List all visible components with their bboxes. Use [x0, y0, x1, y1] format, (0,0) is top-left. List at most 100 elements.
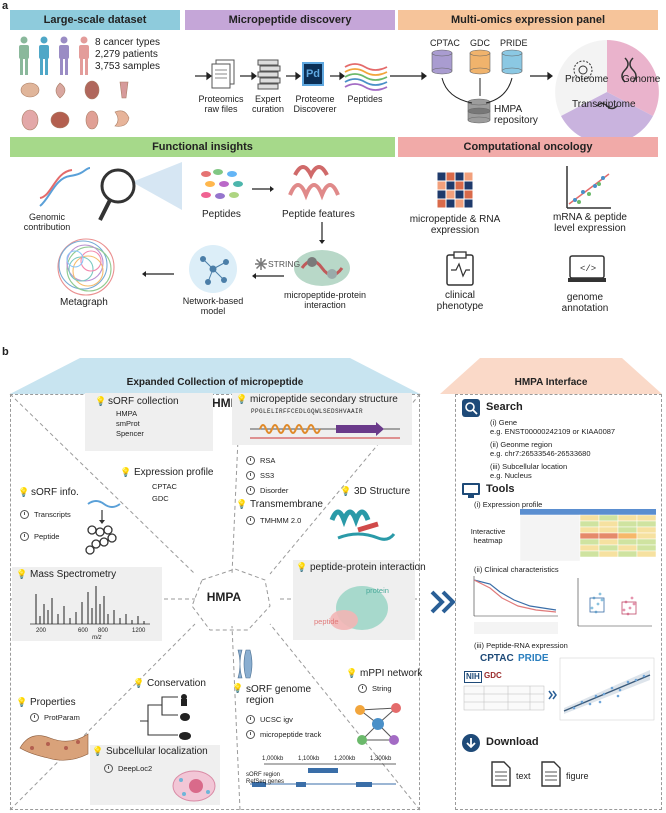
- expr-item-gdc: GDC: [152, 494, 169, 503]
- hmpa-center-label: HMPA: [206, 590, 242, 604]
- arrow-features-down: [319, 222, 325, 244]
- mass-spec-icon: 💡: [16, 569, 28, 579]
- mass-spec-chart: [30, 586, 150, 625]
- mppi-title: mPPI network: [360, 668, 423, 679]
- chevron-arrow-icon: [430, 590, 456, 614]
- chromosome-icon: [237, 649, 253, 679]
- track-refseq: RefSeq genes: [246, 779, 285, 785]
- mppi-string-label: String: [372, 684, 392, 693]
- label-raw-files: Proteomics raw files: [198, 94, 244, 114]
- label-mrna: mRNA & peptide level expression: [553, 212, 627, 234]
- functional-peptides-icon: [201, 169, 243, 199]
- subcellular-title: Subcellular localization: [106, 746, 208, 757]
- label-expr: micropeptide & RNA expression: [409, 214, 501, 236]
- stat-patients: 2,279 patients: [95, 49, 158, 60]
- collection-container: [10, 394, 420, 810]
- micropeptide-track-label: micropeptide track: [260, 730, 322, 739]
- left-title: Expanded Collection of micropeptide: [126, 377, 304, 388]
- mass-spec-box: [12, 567, 162, 641]
- arrow-peptides-features: [252, 186, 274, 192]
- boxplot: [577, 578, 652, 627]
- transcripts-icon: [20, 510, 29, 519]
- secondary-track: [250, 422, 400, 439]
- curation-icon: [257, 59, 281, 90]
- interactive-heatmap-table: [519, 509, 657, 562]
- mppi-icon: 💡: [346, 668, 358, 678]
- label-genome: genome annotation: [561, 292, 609, 314]
- label-clinical: clinical phenotype: [436, 290, 484, 312]
- genome-tick-1000: 1,000kb: [262, 756, 284, 762]
- complex-icon: [294, 250, 350, 286]
- interface-container: [455, 394, 662, 810]
- pipeline-arrows: [195, 71, 553, 81]
- sorf-collection-title-icon: 💡: [95, 396, 107, 406]
- nih-logo: NIH: [464, 671, 482, 683]
- label-string: STRING: [268, 259, 301, 269]
- tools-title: Tools: [486, 483, 515, 495]
- peptides-icon: [344, 63, 388, 91]
- ms-tick-200: 200: [36, 628, 47, 634]
- right-header-shape: [440, 358, 662, 394]
- tmhmm-label: TMHMM 2.0: [260, 516, 302, 525]
- hmpa-repository: HMPA repository: [494, 104, 538, 126]
- chevron-small-icon: [548, 690, 557, 700]
- omics-transcriptome: Transcriptome: [572, 99, 636, 110]
- tool-pep-rna: (iii) Peptide-RNA expression: [474, 641, 568, 650]
- sorf-info-icon: 💡: [18, 487, 30, 497]
- protparam-label: ProtParam: [44, 713, 80, 722]
- sorf-item-spencer: Spencer: [116, 429, 144, 438]
- tmhmm-icon: [246, 516, 255, 525]
- label-genomic: Genomic contribution: [23, 212, 71, 232]
- protparam-icon: [30, 713, 39, 722]
- secondary-sequence: PPGLELIRFFCEDLGQWLSEDSHVAAIR: [251, 408, 364, 415]
- string-tool-icon: [358, 684, 367, 693]
- deeploc-icon: [104, 764, 113, 773]
- label-metagraph: Metagraph: [60, 297, 108, 308]
- arrow-network-metagraph: [142, 271, 174, 277]
- tools-icon: [462, 483, 480, 499]
- protein-ribbon-icon: [288, 165, 340, 201]
- pep-rna-scatter: [559, 657, 655, 721]
- stat-cancer-types: 8 cancer types: [95, 37, 161, 48]
- source-gdc: GDC: [470, 38, 490, 48]
- ppi-title: peptide-protein interaction: [310, 562, 426, 573]
- transmembrane-title: Transmembrane: [250, 499, 323, 510]
- search-item-location: (iii) Subcellular location e.g. Nucleus: [490, 462, 568, 480]
- track-icon: [246, 730, 255, 739]
- ucsc-icon: [246, 715, 255, 724]
- tool-expression-profile: (i) Expression profile: [474, 500, 543, 509]
- label-interaction: micropeptide-protein interaction: [283, 290, 367, 310]
- download-title: Download: [486, 736, 539, 748]
- sorf-info-chain-icon: [85, 500, 121, 555]
- search-item-region: (ii) Geonme region e.g. chr7:26533546-26…: [490, 440, 591, 458]
- cptac-logo: CPTAC: [480, 653, 514, 664]
- pep-rna-mini-table: [463, 685, 545, 711]
- banner-discovery: Micropeptide discovery: [185, 10, 395, 30]
- label-peptide-features: Peptide features: [282, 209, 355, 220]
- mass-spec-title: Mass Spectrometry: [30, 569, 117, 580]
- genome-tick-1200: 1,200kb: [334, 756, 356, 762]
- rsa-icon: [246, 456, 255, 465]
- sorf-info-title: sORF info.: [31, 487, 79, 498]
- clipboard-icon: [446, 251, 474, 286]
- omics-genome: Genome: [622, 74, 661, 85]
- download-text[interactable]: text: [516, 771, 531, 781]
- structure3d-image: [329, 509, 396, 541]
- label-func-peptides: Peptides: [202, 209, 241, 220]
- properties-icon: 💡: [16, 697, 28, 707]
- ms-tick-800: 800: [98, 628, 109, 634]
- string-icon: [255, 258, 267, 270]
- banner-multiomics: Multi-omics expression panel: [398, 10, 658, 30]
- sorf-info-peptide: Peptide: [34, 532, 60, 541]
- genome-tick-1100: 1,100kb: [298, 756, 320, 762]
- ppi-peptide-label: peptide: [314, 617, 339, 626]
- magnifier-icon: [98, 162, 182, 221]
- cell-icon: [172, 770, 216, 802]
- source-cptac: CPTAC: [430, 38, 460, 48]
- text-doc-icon: [491, 761, 511, 787]
- panel-b-letter: b: [2, 346, 9, 358]
- conservation-title: Conservation: [147, 678, 206, 689]
- search-title: Search: [486, 401, 523, 413]
- download-figure[interactable]: figure: [566, 771, 589, 781]
- sorf-info-transcripts: Transcripts: [34, 510, 71, 519]
